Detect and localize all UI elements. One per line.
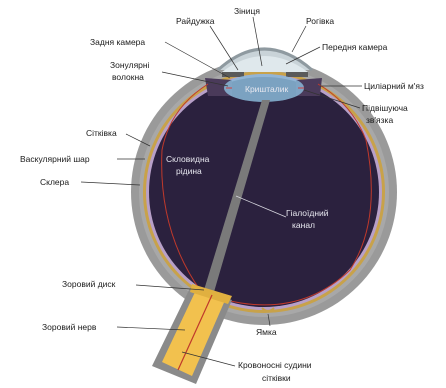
label-lens: Кришталик	[245, 84, 288, 94]
label-retina: Сітківка	[86, 128, 117, 138]
leader-cornea	[292, 26, 306, 52]
label-hyaloid-canal-1: Гіалоїдний	[286, 208, 329, 218]
label-optic-nerve: Зоровий нерв	[42, 322, 97, 332]
label-cornea: Рогівка	[306, 16, 334, 26]
front-structures	[205, 49, 322, 102]
label-fovea: Ямка	[256, 327, 277, 337]
iris-right	[286, 72, 308, 77]
label-ciliary-muscle: Циліарний м'яз	[364, 81, 424, 91]
label-vitreous-1: Скловидна	[166, 154, 210, 164]
label-anterior-chamber: Передня камера	[322, 42, 388, 52]
label-iris: Райдужка	[176, 16, 215, 26]
iris-left	[222, 72, 244, 77]
label-choroid: Васкулярний шар	[20, 154, 90, 164]
label-posterior-chamber: Задня камера	[90, 37, 145, 47]
label-zonular-fibers-2: волокна	[112, 72, 144, 82]
label-hyaloid-canal-2: канал	[292, 220, 315, 230]
leader-sclera	[81, 182, 140, 185]
label-suspensory-ligament-1: Підвішуюча	[362, 103, 408, 113]
leader-posterior-chamber	[165, 42, 230, 78]
optic-nerve-group	[152, 284, 232, 384]
label-vitreous-2: рідина	[176, 166, 202, 176]
label-pupil: Зіниця	[234, 6, 260, 16]
label-optic-disc: Зоровий диск	[62, 279, 116, 289]
label-suspensory-ligament-2: зв'язка	[366, 115, 393, 125]
label-sclera: Склера	[40, 177, 69, 187]
label-retinal-vessels-1: Кровоносні судини	[238, 360, 312, 370]
label-retinal-vessels-2: сітківки	[262, 373, 291, 383]
label-zonular-fibers-1: Зонулярні	[110, 60, 150, 70]
